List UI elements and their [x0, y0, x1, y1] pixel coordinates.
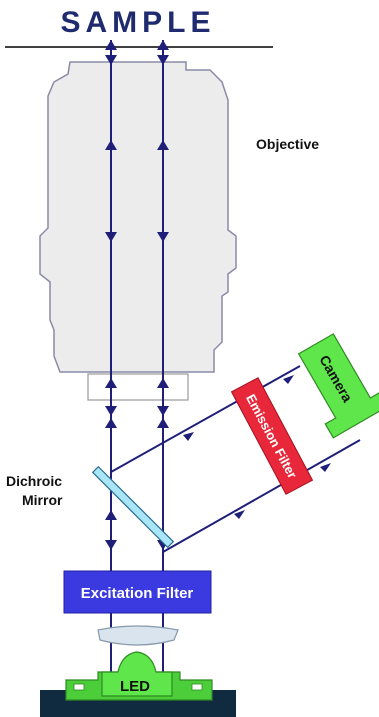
- emission-beam-arrows: [183, 375, 331, 519]
- excitation-filter-label: Excitation Filter: [81, 585, 194, 602]
- emission-filter: Emission Filter: [230, 377, 314, 495]
- dichroic-label-line1: Dichroic: [6, 473, 62, 489]
- objective-lens-body: [39, 61, 237, 373]
- sample-label: SAMPLE: [60, 6, 215, 39]
- dichroic-mirror: [91, 465, 175, 549]
- led-label: LED: [120, 678, 150, 695]
- beam-arrows: [105, 40, 169, 550]
- collimating-lens: [97, 625, 179, 646]
- excitation-filter: [63, 570, 212, 614]
- tube-lens: [87, 373, 189, 401]
- camera: Camera: [297, 333, 379, 439]
- led-emitter: [101, 651, 173, 697]
- objective-label: Objective: [256, 136, 319, 152]
- led-screw-right: [191, 683, 203, 691]
- emission-beam-paths: [110, 365, 361, 553]
- dichroic-label-line2: Mirror: [22, 492, 63, 508]
- led-screw-left: [73, 683, 85, 691]
